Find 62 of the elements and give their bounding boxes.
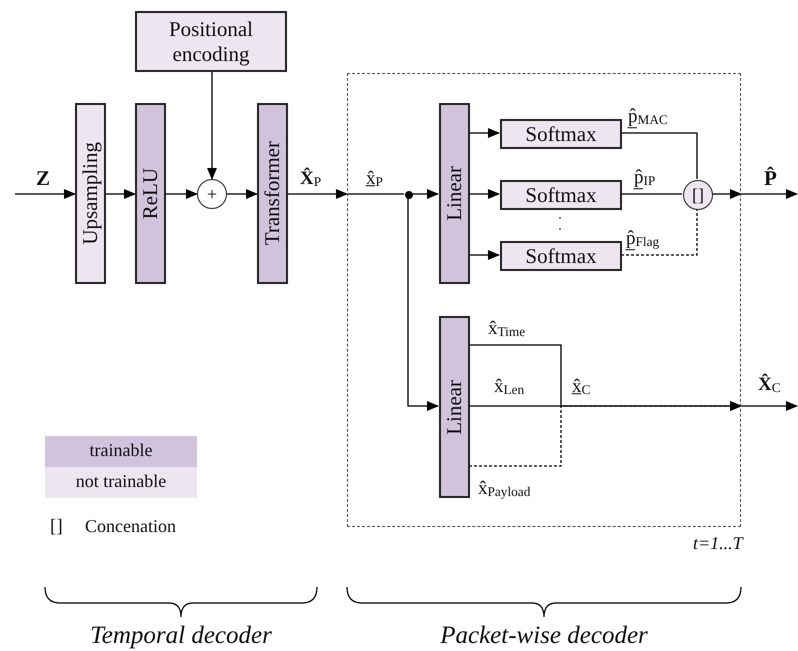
- arrow: [741, 189, 798, 199]
- junction-dot: [405, 191, 413, 199]
- edge-label: x̂$_{Time}$: [488, 318, 526, 341]
- layer-block: [257, 103, 288, 284]
- arrow: [106, 189, 136, 199]
- process-box: [500, 119, 622, 149]
- arrow: [469, 128, 500, 138]
- layer-block: [75, 103, 106, 284]
- concat-circle: [683, 180, 713, 210]
- edge-label: p̲̂$_{IP}$: [634, 167, 656, 190]
- operator-symbol: []: [692, 184, 704, 206]
- operator-symbol: +: [206, 184, 218, 204]
- node-label: Softmax: [525, 122, 597, 146]
- edge-label: X̂$_{P}$: [300, 168, 322, 191]
- dashed-frame: [347, 73, 741, 527]
- legend-label: trainable: [88, 440, 154, 462]
- edge-label: x̂$_{Len}$: [494, 376, 524, 399]
- connector-line: [621, 193, 682, 195]
- node-label: Upsampling: [78, 142, 103, 245]
- layer-block: [135, 103, 166, 284]
- process-box: [500, 241, 622, 271]
- arrow: [712, 189, 742, 199]
- edge-label: P̂: [764, 166, 777, 192]
- edge-label: X̂$_{C}$: [758, 374, 781, 397]
- arrow: [741, 401, 798, 411]
- arrow: [227, 189, 258, 199]
- connector-line: [621, 209, 698, 256]
- node-label: ReLU: [138, 168, 163, 220]
- arrow: [288, 189, 348, 199]
- legend-label: Concenation: [85, 516, 176, 538]
- arrow: [469, 250, 500, 260]
- arrow: [469, 401, 742, 467]
- connector-line: [621, 132, 698, 179]
- section-caption: Temporal decoder: [89, 621, 273, 651]
- arrow: [207, 72, 217, 180]
- node-label: Linear: [442, 380, 467, 434]
- connector-line: [347, 193, 404, 195]
- arrow: [407, 198, 439, 411]
- arrow: [166, 189, 198, 199]
- adder-circle: [197, 179, 227, 209]
- edge-label: p̲̂$_{MAC}$: [628, 106, 668, 129]
- node-label: Softmax: [525, 182, 597, 208]
- node-label: Softmax: [525, 244, 597, 268]
- process-box: [500, 180, 622, 210]
- layer-block: [439, 316, 470, 498]
- edge-label: Z: [36, 166, 50, 192]
- node-label: Linear: [442, 166, 467, 221]
- layer-block: [439, 103, 470, 284]
- node-label: Positional encoding: [168, 17, 254, 66]
- process-box: [135, 11, 287, 72]
- legend-label: not trainable: [74, 471, 168, 493]
- iteration-note: t=1...T: [693, 533, 743, 555]
- edge-label: p̲̂$_{Flag}$: [626, 228, 660, 251]
- node-label: Transformer: [260, 141, 285, 246]
- edge-label: x̲̂$_{P}$: [366, 168, 383, 191]
- arrow: [15, 189, 76, 199]
- arrow: [469, 189, 500, 199]
- section-caption: Packet-wise decoder: [439, 621, 649, 651]
- edge-label: x̂$_{Payload}$: [478, 478, 530, 501]
- arrow: [412, 189, 439, 199]
- signal-label: x̲̂$_{C}$: [572, 376, 590, 399]
- concat-symbol: []: [50, 516, 63, 539]
